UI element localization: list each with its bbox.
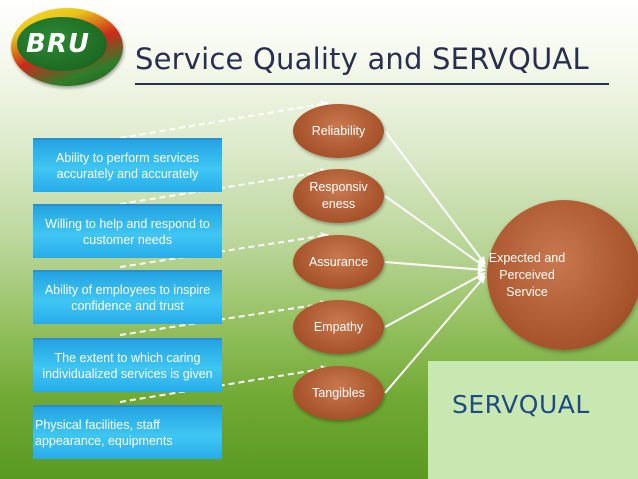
solid-arrow <box>384 275 486 394</box>
solid-arrow <box>384 130 486 265</box>
description-responsiveness: Willing to help and respond to customer … <box>33 204 222 258</box>
dashed-connector <box>119 300 329 336</box>
dimension-responsiveness: Responsiv eness <box>293 169 384 223</box>
description-empathy: The extent to which caring individualize… <box>33 338 222 392</box>
outcome-label: Expected and Perceived Service <box>488 250 566 299</box>
servqual-label: SERVQUAL <box>452 390 590 419</box>
solid-arrow <box>384 261 486 274</box>
solid-arrow <box>384 195 486 268</box>
logo-emblem <box>17 17 107 71</box>
description-tangibles: Physical facilities, staff appearance, e… <box>33 405 222 459</box>
dimension-empathy: Empathy <box>293 300 384 354</box>
dimension-reliability: Reliability <box>293 104 384 158</box>
logo-text: BRU <box>26 29 90 59</box>
dimension-assurance: Assurance <box>293 235 384 289</box>
dashed-connector <box>119 168 329 205</box>
dimension-tangibles: Tangibles <box>293 366 384 420</box>
dashed-connector <box>119 365 329 403</box>
bru-logo: BRU <box>11 8 123 86</box>
dashed-connector <box>119 232 329 268</box>
description-assurance: Ability of employees to inspire confiden… <box>33 270 222 324</box>
servqual-panel <box>428 361 638 479</box>
dashed-connector <box>119 100 329 139</box>
outcome-circle: Expected and Perceived Service <box>487 200 638 350</box>
title-underline <box>135 83 609 85</box>
slide-title: Service Quality and SERVQUAL <box>135 42 589 76</box>
description-reliability: Ability to perform services accurately a… <box>33 138 222 192</box>
solid-arrow <box>384 272 486 328</box>
